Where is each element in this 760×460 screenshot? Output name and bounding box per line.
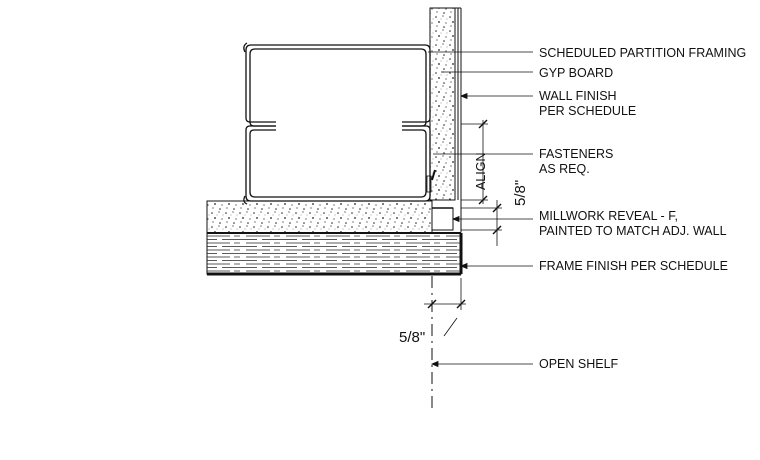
- callout-open-shelf: OPEN SHELF: [539, 357, 619, 371]
- callout-frame-finish: FRAME FINISH PER SCHEDULE: [539, 259, 728, 273]
- callout-wall-finish-1: WALL FINISH: [539, 89, 617, 103]
- callout-wall-finish-2: PER SCHEDULE: [539, 104, 636, 118]
- stud-upper: [245, 44, 431, 123]
- frame-wood: [206, 232, 463, 276]
- callout-partition-framing: SCHEDULED PARTITION FRAMING: [539, 46, 746, 60]
- wall-assembly: [429, 7, 462, 232]
- callout-millwork-reveal-1: MILLWORK REVEAL - F,: [539, 209, 678, 223]
- gyp-board: [429, 7, 456, 201]
- leader-lines: [428, 51, 533, 368]
- millwork-reveal: [431, 207, 454, 231]
- callout-gyp-board: GYP BOARD: [539, 66, 613, 80]
- align-label: ALIGN: [474, 152, 488, 190]
- callout-millwork-reveal-2: PAINTED TO MATCH ADJ. WALL: [539, 224, 727, 238]
- stud-framing: [243, 42, 436, 205]
- callout-fasteners-1: FASTENERS: [539, 147, 613, 161]
- reveal-dim-label: 5/8": [512, 180, 529, 206]
- shelf-dim-label: 5/8": [399, 329, 425, 346]
- callout-fasteners-2: AS REQ.: [539, 162, 590, 176]
- substrate-slab: [206, 200, 433, 234]
- align-dimension: [461, 119, 488, 205]
- shelf-dimension: [424, 278, 466, 337]
- reveal-dimension: [461, 200, 502, 246]
- stud-lower: [245, 125, 431, 202]
